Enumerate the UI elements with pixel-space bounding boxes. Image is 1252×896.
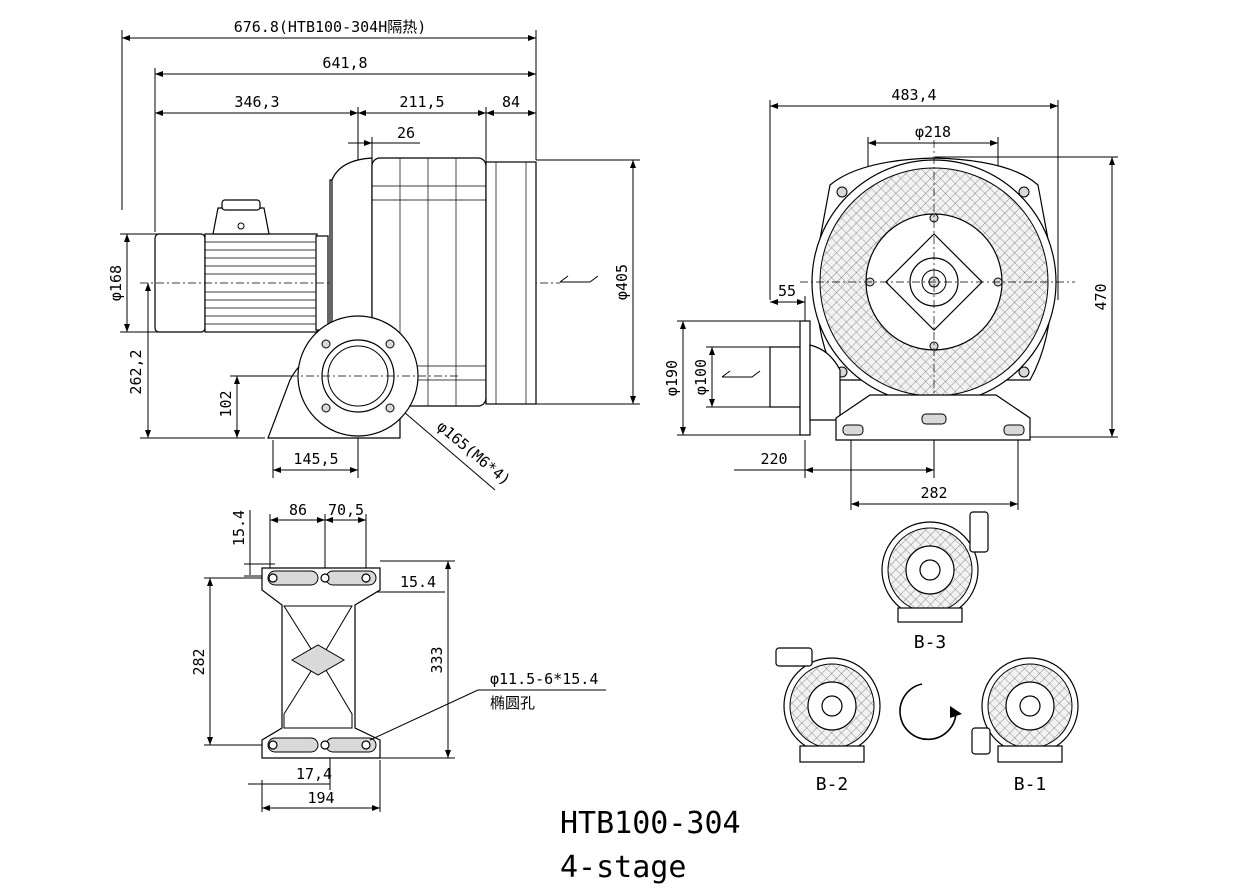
label-b2: B-2 (816, 774, 849, 795)
dim-base-offset: 145,5 (293, 450, 338, 468)
dim-length-outer: 333 (428, 646, 446, 673)
flange-bolt (385, 403, 395, 413)
orientation-b2: B-2 (775, 647, 881, 795)
dim-bottom-edge: 17,4 (296, 765, 332, 783)
dim-width: 194 (307, 789, 334, 807)
orientation-b1: B-1 (971, 657, 1079, 795)
dim-outlet-inner: φ100 (692, 359, 710, 395)
dim-body-len: 211,5 (399, 93, 444, 111)
stage-subtitle: 4-stage (560, 850, 686, 885)
side-view: 676.8(HTB100-304H隔热) 641,8 346,3 211,5 8… (107, 18, 640, 491)
corner-bolt (1018, 186, 1030, 198)
label-b1: B-1 (1014, 774, 1047, 795)
terminal-box (212, 207, 270, 235)
dim-motor-dia: φ168 (107, 265, 125, 301)
dim-inlet-height: 102 (217, 390, 235, 417)
flow-arrow-icon (559, 275, 599, 283)
flange-bolt (385, 339, 395, 349)
dim-width: 483,4 (891, 86, 936, 104)
dim-right-edge: 15.4 (400, 573, 436, 591)
orientation-b3: B-3 (881, 511, 989, 653)
flange-bolt (321, 403, 331, 413)
front-view: 483,4 φ218 55 470 φ190 φ100 220 282 (663, 86, 1118, 510)
dim-body-dia: φ405 (613, 264, 631, 300)
outlet-neck (809, 344, 841, 421)
dim-outlet-dia: φ190 (663, 360, 681, 396)
motor-fins (205, 241, 317, 325)
dim-gap: 26 (397, 124, 415, 142)
label-b3: B-3 (914, 632, 947, 653)
terminal-screw (237, 222, 245, 230)
outlet-flange (485, 161, 537, 405)
dim-overall-insulated: 676.8(HTB100-304H隔热) (234, 18, 427, 36)
flange-bolt (321, 339, 331, 349)
base-view: 86 70,5 15.4 15.4 282 333 17,4 194 (190, 501, 606, 812)
dim-offset: 220 (760, 450, 787, 468)
outlet-plate (799, 320, 811, 436)
outlet-pipe (769, 346, 806, 408)
dim-height: 470 (1092, 283, 1110, 310)
dim-outlet-len: 84 (502, 93, 520, 111)
dim-overall: 641,8 (322, 54, 367, 72)
note-holes-spec: φ11.5-6*15.4 (490, 670, 598, 688)
corner-bolt (836, 186, 848, 198)
dim-flange: φ165(M6*4) (433, 417, 514, 489)
dim-flange-len: 55 (778, 282, 796, 300)
dim-motor-len: 346,3 (234, 93, 279, 111)
base-rib (290, 644, 346, 676)
slot-hole (267, 737, 319, 753)
slot-hole (267, 570, 319, 586)
corner-bolt (1018, 366, 1030, 378)
dim-top-left: 15.4 (230, 510, 248, 546)
dim-length-inner: 282 (190, 648, 208, 675)
rotation-arrow-icon (899, 683, 957, 741)
dim-spacing-b: 70,5 (328, 501, 364, 519)
dim-inner-dia: φ218 (915, 123, 951, 141)
note-holes-type: 椭圆孔 (490, 694, 535, 712)
terminal-cap (221, 199, 261, 211)
dim-center-height: 262,2 (127, 349, 145, 394)
flow-arrow-icon (721, 370, 761, 378)
dim-base-width: 282 (920, 484, 947, 502)
model-title: HTB100-304 (560, 806, 741, 841)
dim-spacing-a: 86 (289, 501, 307, 519)
